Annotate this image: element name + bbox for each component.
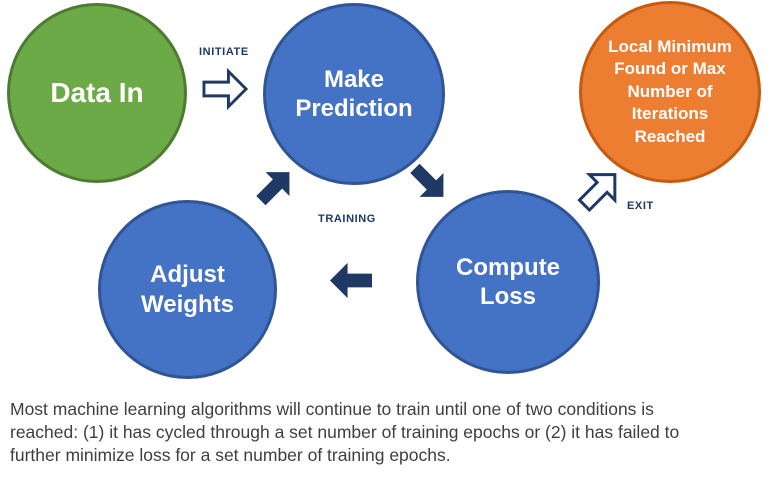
exit-arrow-icon	[566, 156, 633, 223]
initiate-arrow-icon	[202, 66, 249, 112]
training-label: TRAINING	[318, 213, 376, 225]
node-data-in-label: Data In	[50, 76, 144, 108]
caption-line-3: further minimize loss for a set number o…	[10, 445, 451, 465]
node-compute-loss: Compute Loss	[416, 190, 600, 374]
loss-to-adjust-arrow-icon	[327, 259, 374, 302]
node-adjust-weights-label: Adjust Weights	[141, 261, 234, 318]
node-local-minimum-outcome-label: Local Minimum Found or Max Number of Ite…	[608, 36, 732, 146]
exit-label: EXIT	[627, 200, 654, 212]
node-local-minimum-outcome: Local Minimum Found or Max Number of Ite…	[579, 1, 761, 183]
caption-line-1: Most machine learning algorithms will co…	[10, 399, 654, 419]
adjust-to-prediction-arrow-icon	[244, 155, 307, 218]
node-data-in: Data In	[7, 3, 187, 183]
caption-paragraph: Most machine learning algorithms will co…	[10, 398, 762, 467]
caption-line-2: reached: (1) it has cycled through a set…	[10, 422, 680, 442]
node-adjust-weights: Adjust Weights	[98, 200, 277, 379]
node-make-prediction: Make Prediction	[263, 3, 445, 185]
node-make-prediction-label: Make Prediction	[295, 65, 413, 122]
initiate-label: INITIATE	[199, 46, 249, 58]
node-compute-loss-label: Compute Loss	[456, 253, 560, 310]
prediction-to-loss-arrow-icon	[398, 152, 461, 215]
